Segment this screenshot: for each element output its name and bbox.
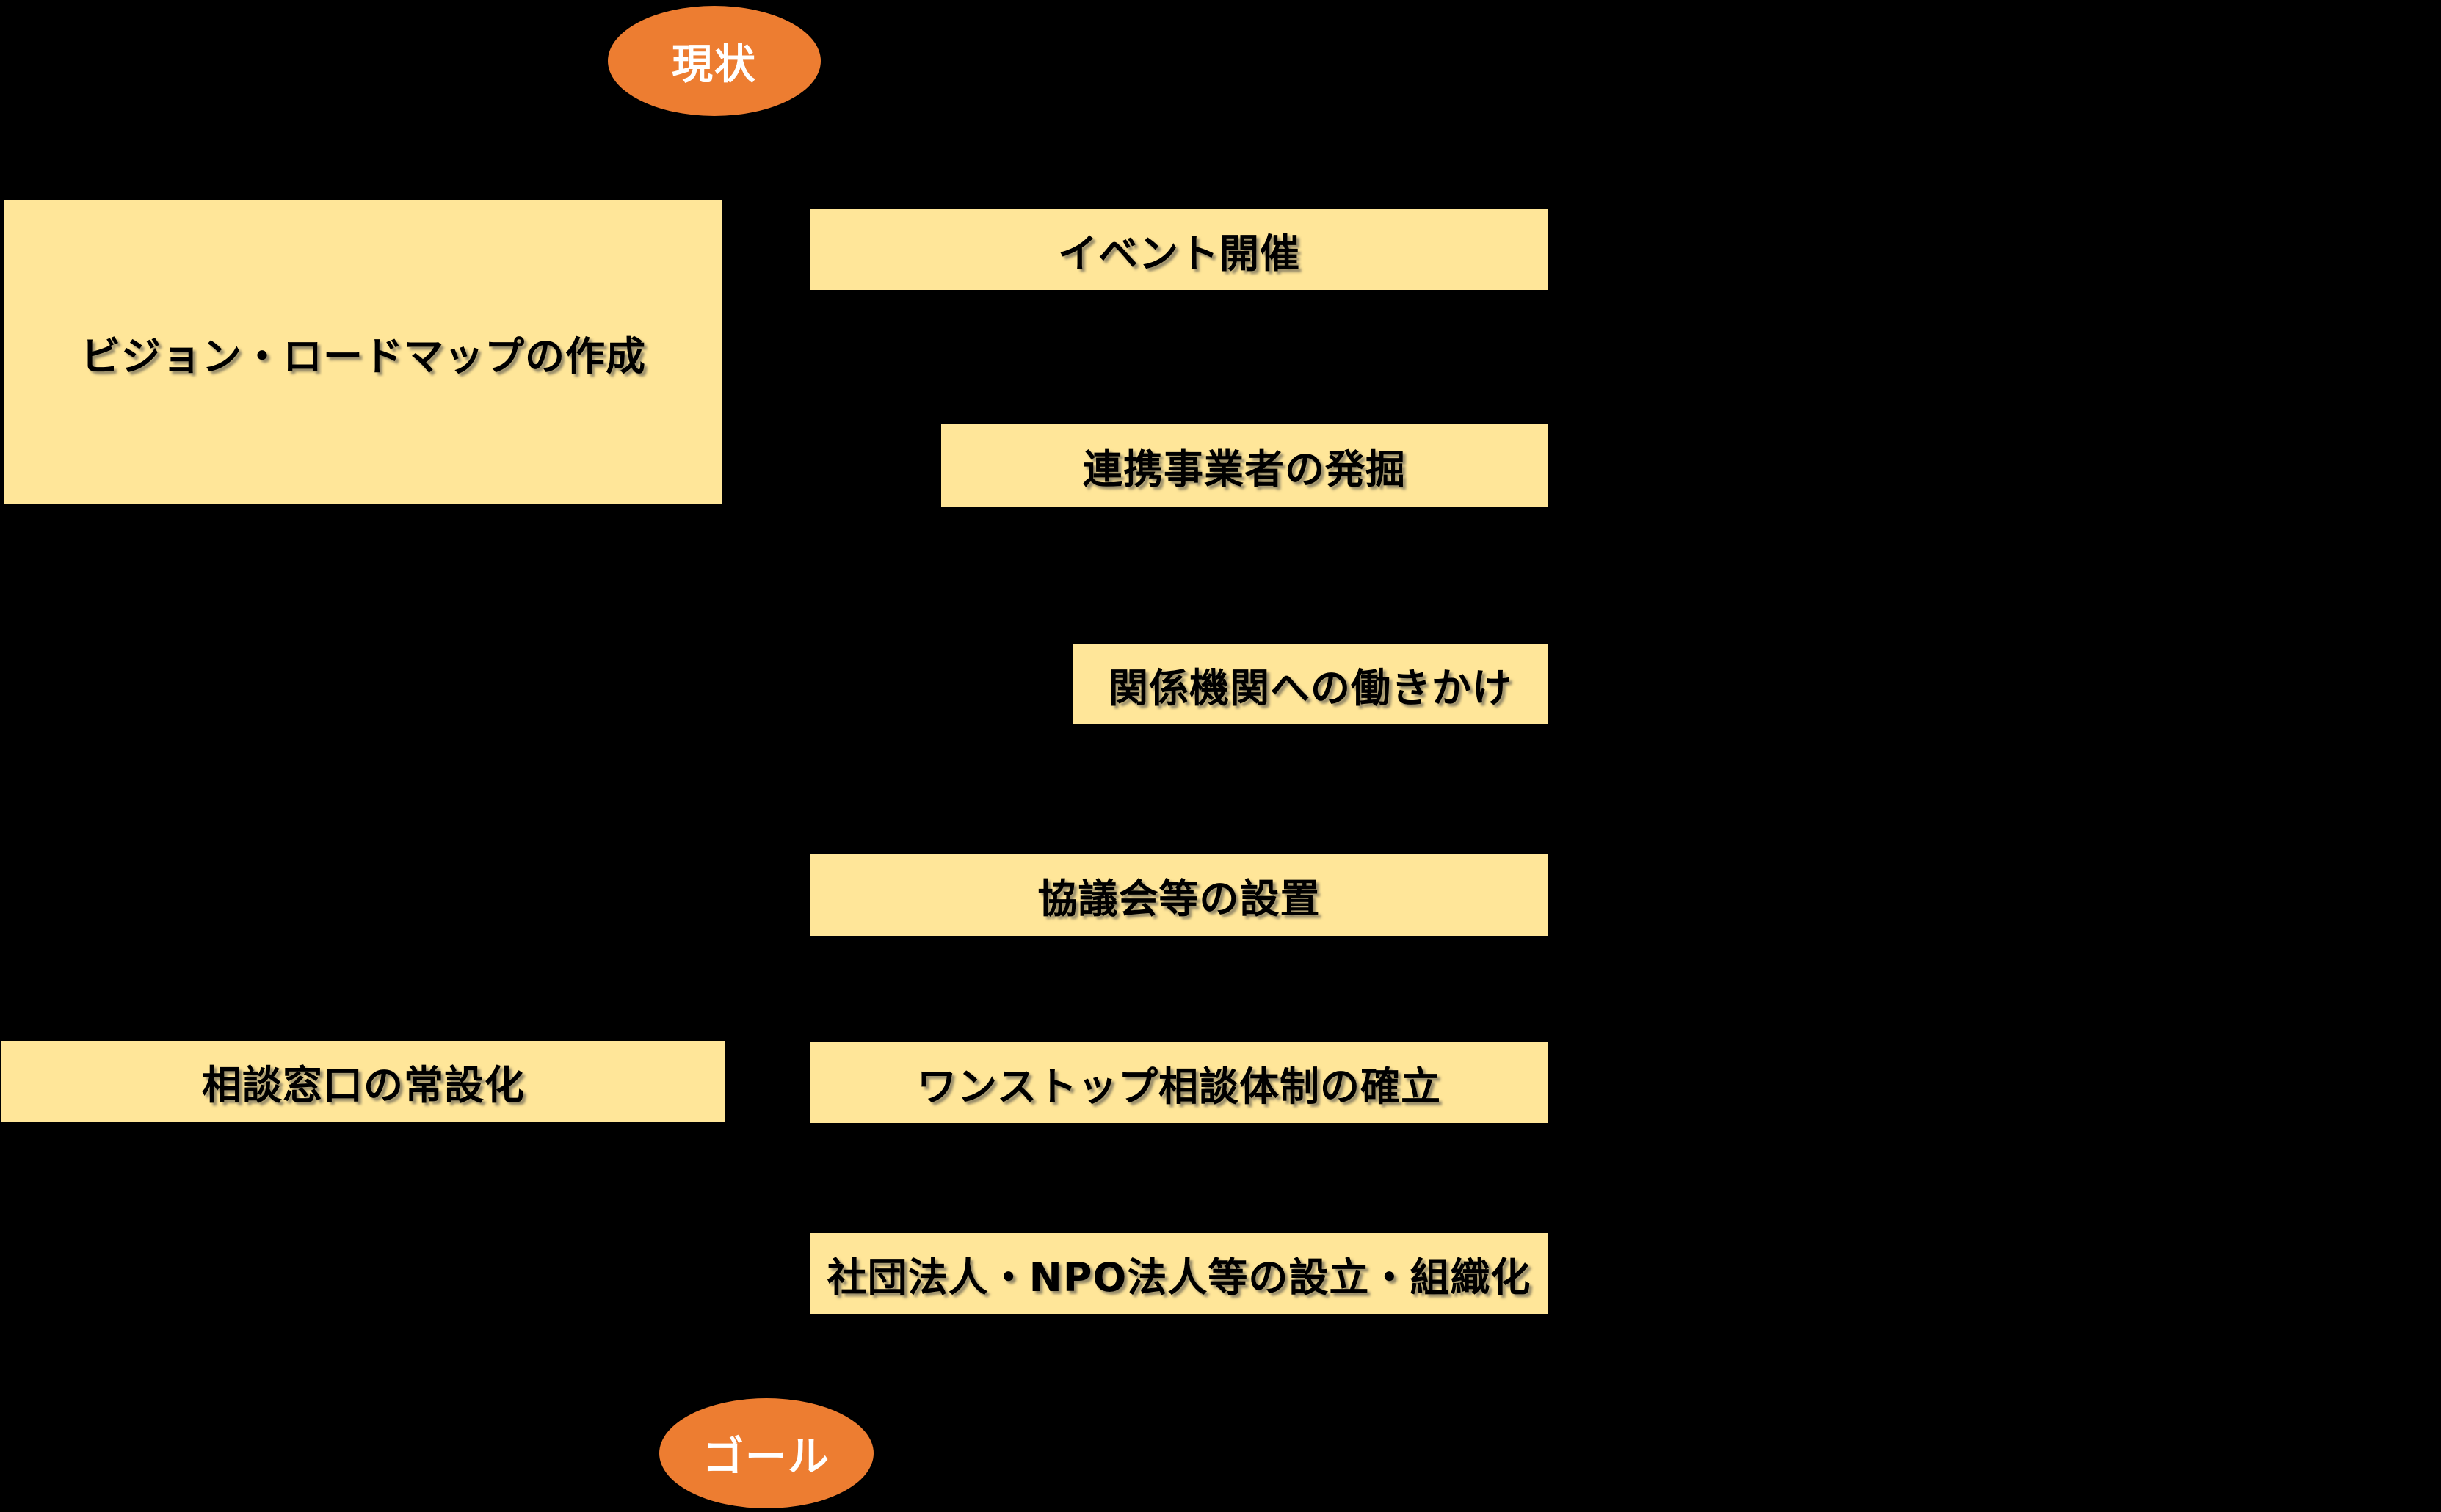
event-box: イベント開催 xyxy=(810,209,1548,290)
one-stop-consultation-box: ワンストップ相談体制の確立 xyxy=(810,1042,1548,1123)
council-box: 協議会等の設置 xyxy=(810,854,1548,936)
incorporation-box: 社団法人・NPO法人等の設立・組織化 xyxy=(810,1233,1548,1314)
start-label: 現状 xyxy=(672,40,757,89)
goal-ellipse: ゴール xyxy=(659,1398,874,1508)
vision-roadmap-box: ビジョン・ロードマップの作成 xyxy=(4,200,722,504)
consultation-desk-box: 相談窓口の常設化 xyxy=(1,1041,725,1122)
council-label: 協議会等の設置 xyxy=(1037,875,1321,922)
start-ellipse: 現状 xyxy=(608,6,821,116)
event-label: イベント開催 xyxy=(1058,230,1300,277)
partner-businesses-box: 連携事業者の発掘 xyxy=(941,424,1548,507)
consultation-desk-label: 相談窓口の常設化 xyxy=(202,1061,525,1108)
partner-businesses-label: 連携事業者の発掘 xyxy=(1083,446,1406,493)
related-agencies-label: 関係機関への働きかけ xyxy=(1109,664,1512,711)
related-agencies-box: 関係機関への働きかけ xyxy=(1073,644,1548,724)
incorporation-label: 社団法人・NPO法人等の設立・組織化 xyxy=(827,1254,1531,1301)
vision-roadmap-label: ビジョン・ロードマップの作成 xyxy=(81,332,646,379)
one-stop-consultation-label: ワンストップ相談体制の確立 xyxy=(917,1063,1441,1110)
goal-label: ゴール xyxy=(703,1433,830,1481)
